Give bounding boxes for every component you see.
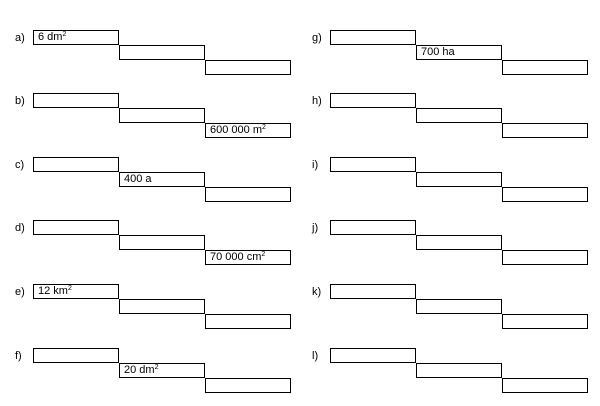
unit-box-2[interactable]: [416, 172, 502, 187]
unit-box-2[interactable]: [416, 299, 502, 314]
unit-box-3[interactable]: [502, 314, 588, 329]
unit-box-2[interactable]: 700 ha: [416, 45, 502, 60]
unit-box-1[interactable]: [33, 348, 119, 363]
exercise-b: b) 600 000 m2: [15, 93, 291, 141]
exercise-label: a): [15, 32, 25, 44]
unit-box-3[interactable]: [502, 187, 588, 202]
unit-box-2[interactable]: [119, 108, 205, 123]
exercise-f: f) 20 dm2: [15, 348, 291, 396]
unit-box-3[interactable]: [205, 187, 291, 202]
unit-box-2[interactable]: [119, 45, 205, 60]
unit-box-1[interactable]: [330, 93, 416, 108]
unit-box-1[interactable]: [33, 157, 119, 172]
exercise-j: j): [312, 220, 588, 268]
unit-box-2[interactable]: [416, 108, 502, 123]
unit-box-3[interactable]: 70 000 cm2: [205, 250, 291, 265]
unit-box-3[interactable]: [205, 378, 291, 393]
unit-box-3[interactable]: [502, 378, 588, 393]
exercise-label: k): [312, 286, 322, 298]
unit-box-3[interactable]: [502, 60, 588, 75]
unit-box-1[interactable]: [330, 157, 416, 172]
exercise-label: j): [312, 222, 319, 234]
exercise-i: i): [312, 157, 588, 205]
unit-box-2[interactable]: [416, 363, 502, 378]
unit-box-2[interactable]: [416, 235, 502, 250]
exercise-c: c) 400 a: [15, 157, 291, 205]
unit-box-2[interactable]: [119, 235, 205, 250]
unit-box-2[interactable]: [119, 299, 205, 314]
unit-box-3[interactable]: [502, 250, 588, 265]
exercise-d: d) 70 000 cm2: [15, 220, 291, 268]
exercise-h: h): [312, 93, 588, 141]
unit-box-1[interactable]: [330, 220, 416, 235]
unit-box-3[interactable]: 600 000 m2: [205, 123, 291, 138]
unit-box-1[interactable]: 6 dm2: [33, 30, 119, 45]
unit-box-3[interactable]: [205, 314, 291, 329]
exercise-label: b): [15, 95, 25, 107]
exercise-a: a) 6 dm2: [15, 30, 291, 78]
exercise-k: k): [312, 284, 588, 332]
unit-box-1[interactable]: [330, 30, 416, 45]
unit-box-2[interactable]: 20 dm2: [119, 363, 205, 378]
exercise-label: f): [15, 350, 22, 362]
exercise-g: g) 700 ha: [312, 30, 588, 78]
unit-box-2[interactable]: 400 a: [119, 172, 205, 187]
exercise-label: i): [312, 159, 319, 171]
exercise-label: e): [15, 286, 25, 298]
exercise-label: l): [312, 350, 319, 362]
exercise-label: g): [312, 32, 322, 44]
unit-box-1[interactable]: [33, 93, 119, 108]
unit-box-3[interactable]: [502, 123, 588, 138]
exercise-e: e) 12 km2: [15, 284, 291, 332]
exercise-label: c): [15, 159, 25, 171]
unit-box-1[interactable]: [33, 220, 119, 235]
unit-box-3[interactable]: [205, 60, 291, 75]
exercise-label: h): [312, 95, 322, 107]
exercise-l: l): [312, 348, 588, 396]
unit-box-1[interactable]: [330, 284, 416, 299]
unit-box-1[interactable]: [330, 348, 416, 363]
unit-box-1[interactable]: 12 km2: [33, 284, 119, 299]
exercise-label: d): [15, 222, 25, 234]
